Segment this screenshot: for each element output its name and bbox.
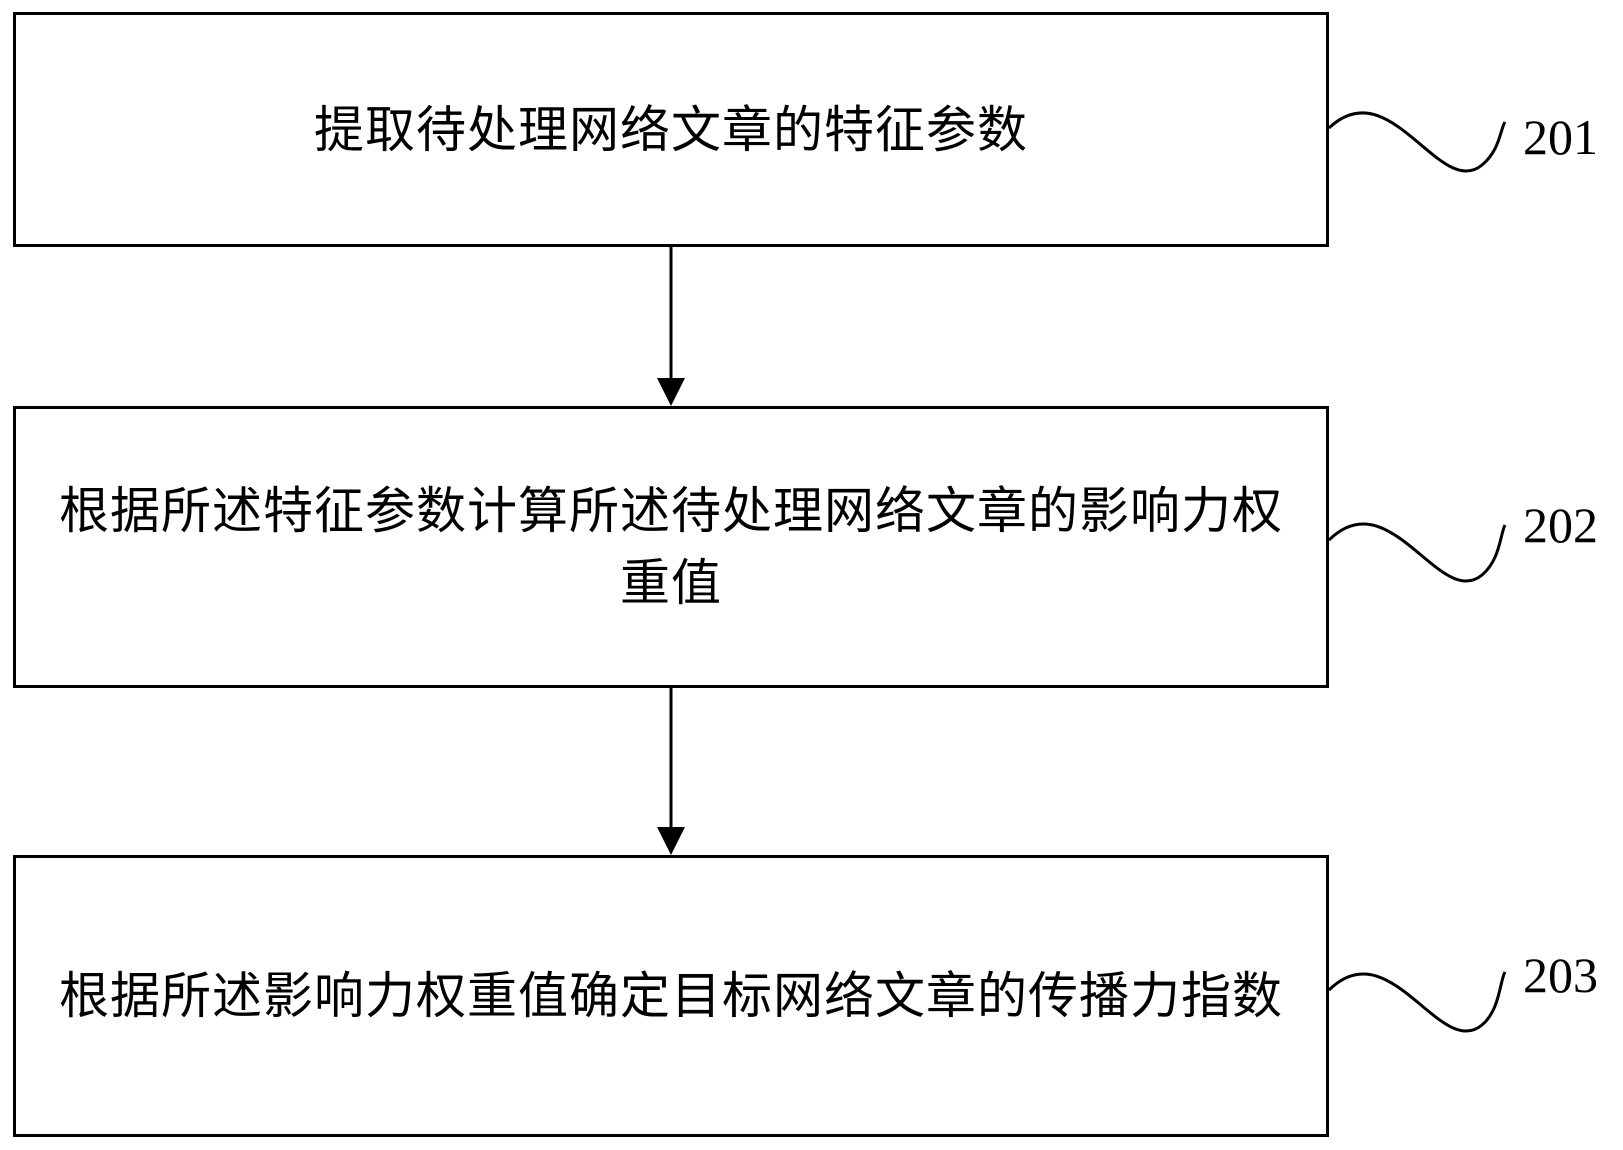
step-box-201: 提取待处理网络文章的特征参数 [13, 12, 1329, 247]
leader-203 [1329, 972, 1505, 1031]
leader-201 [1329, 113, 1505, 171]
step-text-201: 提取待处理网络文章的特征参数 [36, 94, 1306, 166]
arrowhead-202 [657, 378, 685, 406]
ref-label-203: 203 [1523, 950, 1598, 1000]
arrowhead-203 [657, 827, 685, 855]
ref-label-201: 201 [1523, 112, 1598, 162]
step-box-203: 根据所述影响力权重值确定目标网络文章的传播力指数 [13, 855, 1329, 1137]
leader-202 [1329, 524, 1505, 581]
step-text-203: 根据所述影响力权重值确定目标网络文章的传播力指数 [36, 960, 1306, 1032]
ref-label-202: 202 [1523, 500, 1598, 550]
step-box-202: 根据所述特征参数计算所述待处理网络文章的影响力权重值 [13, 406, 1329, 688]
step-text-202: 根据所述特征参数计算所述待处理网络文章的影响力权重值 [36, 475, 1306, 619]
